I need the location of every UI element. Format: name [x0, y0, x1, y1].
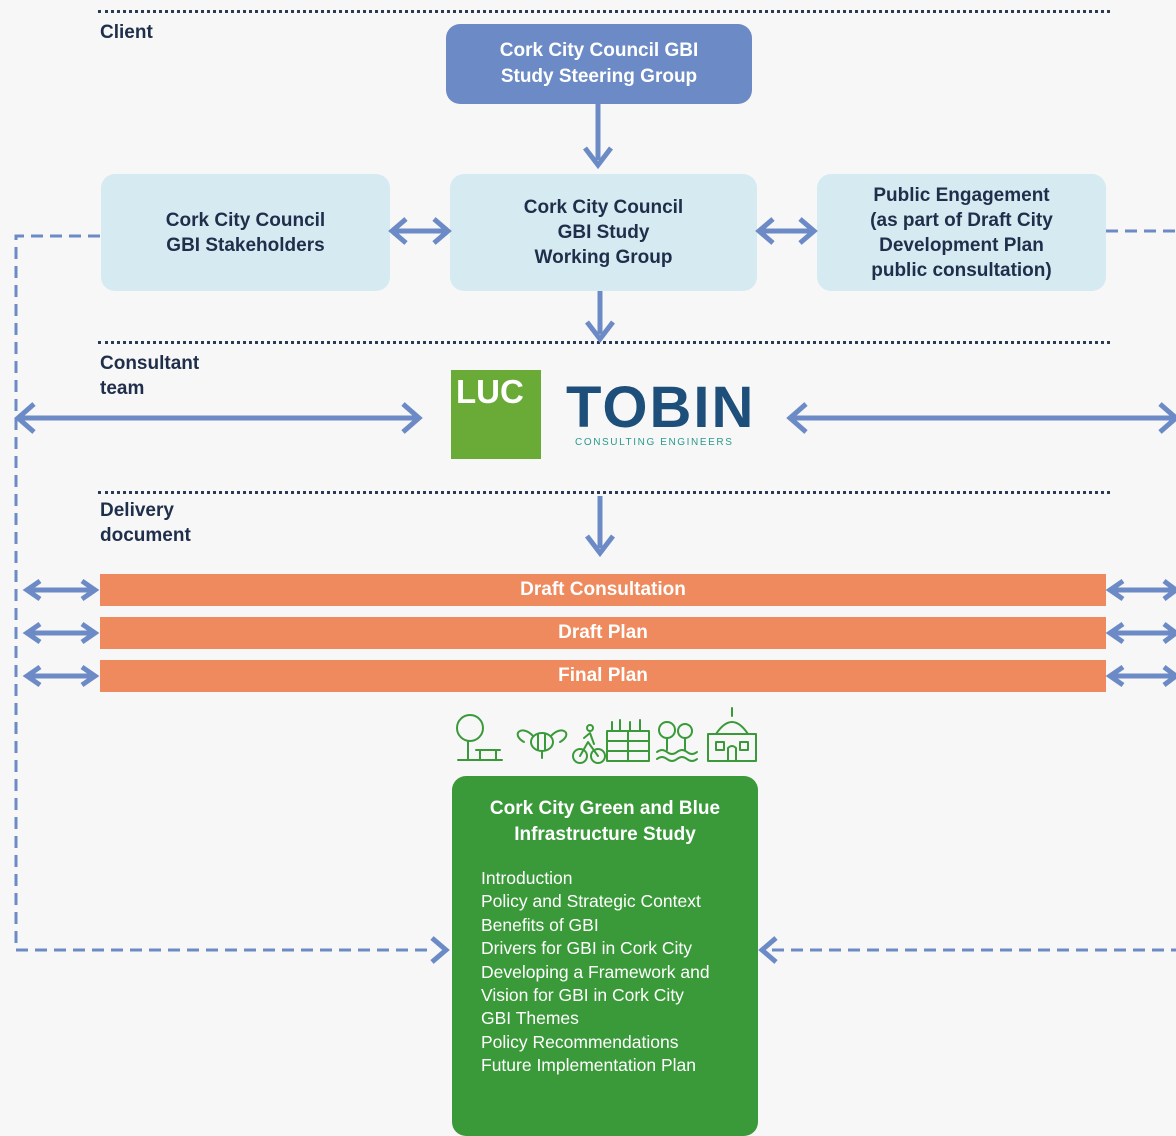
study-contents-item: Developing a Framework and [481, 961, 710, 982]
study-contents-item: Policy Recommendations [481, 1031, 679, 1052]
luc-logo-text: LUC [456, 373, 524, 410]
tobin-tagline: CONSULTING ENGINEERS [575, 437, 734, 448]
dashed-loop-right-arrowhead [758, 936, 778, 964]
consultant-section-divider [98, 341, 1110, 344]
study-title: Cork City Green and Blue Infrastructure … [489, 798, 721, 845]
stakeholders-box: Cork City Council GBI Stakeholders [101, 174, 390, 291]
draft-consultation-bar: Draft Consultation [100, 574, 1106, 606]
study-contents-item: GBI Themes [481, 1008, 579, 1029]
tobin-logo: TOBIN [566, 375, 756, 440]
stakeholders-label: Cork City Council GBI Stakeholders [165, 209, 326, 256]
down-arrow-consultants-to-delivery [585, 496, 615, 558]
dashed-loop-left [14, 234, 432, 952]
client-section-divider [98, 10, 1110, 13]
double-arrow-delivery-left [22, 578, 100, 688]
study-contents-item: Policy and Strategic Context [481, 891, 701, 912]
study-contents-item: Future Implementation Plan [481, 1055, 696, 1076]
client-section-label: Client [100, 22, 153, 43]
dashed-loop-left-arrowhead [430, 936, 450, 964]
double-arrow-delivery-right [1105, 578, 1176, 688]
tree-bench-icon [456, 714, 503, 761]
steering-group-label: Cork City Council GBI Study Steering Gro… [499, 40, 699, 87]
working-group-box: Cork City Council GBI Study Working Grou… [450, 174, 757, 291]
double-arrow-working-public [755, 217, 818, 245]
study-contents-item: Drivers for GBI in Cork City [481, 938, 692, 959]
public-engagement-box: Public Engagement (as part of Draft City… [817, 174, 1106, 291]
trees-water-icon [656, 721, 698, 762]
study-contents-item: Introduction [481, 868, 573, 888]
green-roof-building-icon [606, 719, 650, 762]
study-contents-item: Benefits of GBI [481, 914, 599, 935]
steering-group-box: Cork City Council GBI Study Steering Gro… [446, 24, 752, 104]
study-document-box: Cork City Green and Blue Infrastructure … [452, 776, 758, 1136]
cyclist-icon [572, 724, 606, 764]
public-engagement-label: Public Engagement (as part of Draft City… [870, 184, 1053, 281]
working-group-label: Cork City Council GBI Study Working Grou… [523, 197, 684, 268]
arrow-consultants-right [786, 402, 1176, 434]
luc-logo: LUC [451, 370, 541, 459]
delivery-section-label: Delivery document [100, 500, 191, 546]
study-contents-item: Vision for GBI in Cork City [481, 985, 684, 1006]
down-arrow-working-to-consultants [585, 291, 615, 344]
consultant-section-label: Consultant team [100, 353, 200, 399]
double-arrow-stakeholders-working [388, 217, 452, 245]
draft-plan-bar: Draft Plan [100, 617, 1106, 649]
down-arrow-steering-to-working [583, 104, 613, 170]
delivery-section-divider [98, 491, 1110, 494]
final-plan-bar: Final Plan [100, 660, 1106, 692]
study-contents-list: Introduction Policy and Strategic Contex… [481, 867, 756, 1078]
double-arrow-consultants-left [14, 402, 423, 434]
bee-icon [516, 729, 568, 759]
historic-building-icon [707, 707, 757, 762]
